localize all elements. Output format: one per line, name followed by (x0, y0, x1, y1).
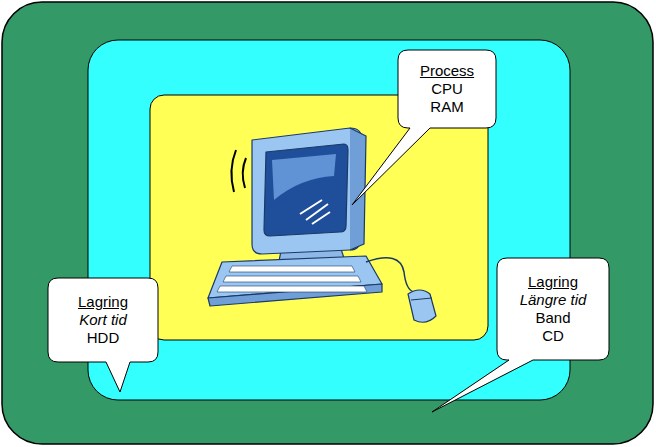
callout-text: HDD (87, 329, 120, 347)
inner-layer (150, 95, 488, 340)
callout-text: Kort tid (79, 311, 127, 329)
callout-heading: Lagring (528, 273, 578, 291)
callout-text: CPU RAM (430, 80, 463, 116)
callout-heading: Lagring (78, 293, 128, 311)
callout-outline (352, 50, 496, 205)
callout-outline (48, 278, 158, 392)
computer-illustration (208, 128, 436, 322)
callout-outline (432, 258, 609, 412)
callout-text: Band CD (535, 309, 570, 345)
callout-text: Längre tid (520, 291, 587, 309)
callout-box: LagringKort tidHDD (48, 278, 158, 362)
callout-box: ProcessCPU RAM (398, 50, 496, 128)
callout-box: LagringLängre tidBand CD (497, 258, 609, 360)
callout-heading: Process (420, 62, 474, 80)
